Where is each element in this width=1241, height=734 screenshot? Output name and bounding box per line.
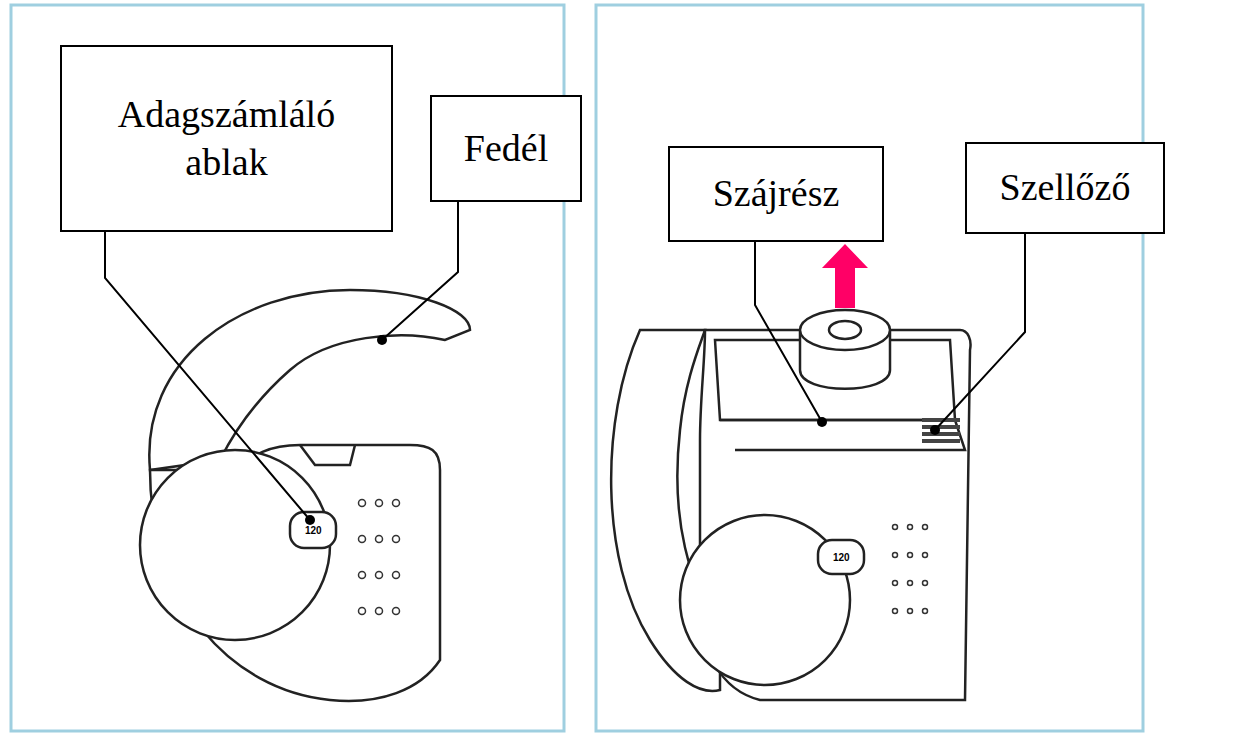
grip-dot	[393, 608, 400, 615]
part-label: Szellőző	[990, 160, 1141, 216]
grip-dot	[923, 609, 928, 614]
grip-dot	[893, 581, 898, 586]
grip-dots	[893, 525, 928, 614]
grip-dot	[393, 536, 400, 543]
vent	[922, 418, 960, 443]
grip-dot	[359, 500, 366, 507]
grip-dot	[893, 553, 898, 558]
label-box: Szájrész	[668, 146, 884, 242]
counter-number: 120	[305, 525, 322, 536]
grip-dot	[908, 553, 913, 558]
grip-dot	[908, 525, 913, 530]
grip-dot	[393, 500, 400, 507]
leader-lines	[105, 202, 1025, 520]
grip-dot	[908, 581, 913, 586]
grip-dot	[923, 581, 928, 586]
panel-frame	[596, 5, 1143, 731]
grip-dot	[359, 608, 366, 615]
part-label: Fedél	[454, 121, 558, 177]
grip-dot	[923, 525, 928, 530]
closed-inhaler	[140, 290, 470, 701]
label-box: Szellőző	[965, 142, 1165, 234]
grip-dot	[376, 500, 383, 507]
label-box: Fedél	[430, 95, 582, 202]
grip-dot	[376, 608, 383, 615]
grip-dot	[908, 609, 913, 614]
grip-dot	[923, 553, 928, 558]
label-box: Adagszámláló ablak	[60, 45, 393, 232]
part-label: Szájrész	[703, 166, 850, 222]
pull-arrow	[822, 244, 868, 308]
counter-number: 120	[833, 552, 850, 563]
grip-dots	[359, 500, 400, 615]
grip-dot	[376, 536, 383, 543]
grip-dot	[359, 536, 366, 543]
grip-dot	[893, 525, 898, 530]
grip-dot	[376, 572, 383, 579]
part-label: Adagszámláló ablak	[62, 87, 391, 190]
grip-dot	[359, 572, 366, 579]
grip-dot	[393, 572, 400, 579]
grip-dot	[893, 609, 898, 614]
